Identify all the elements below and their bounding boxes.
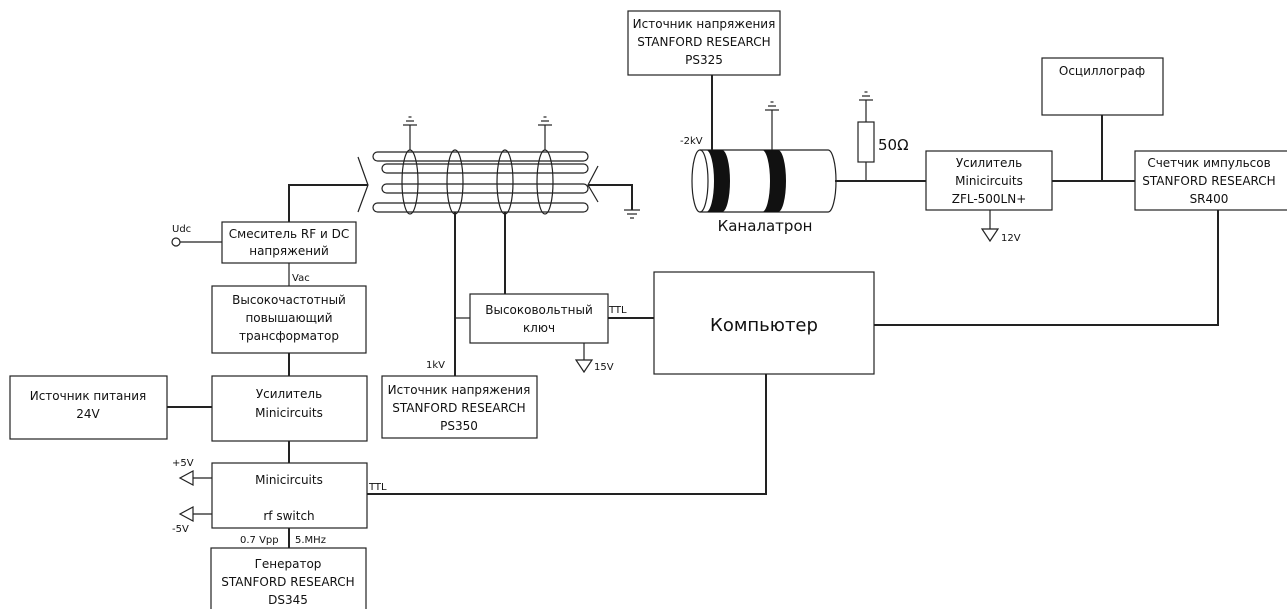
supply-15v-icon: [574, 359, 594, 374]
label-mhz: 5.MHz: [295, 535, 326, 546]
label-plus5v: +5V: [172, 458, 194, 469]
label-minus5v: -5V: [172, 524, 189, 535]
computer-label: Компьютер: [710, 315, 818, 336]
supply-12v-icon: [980, 228, 1000, 243]
ground-icon: [538, 116, 552, 126]
mixer-box: Смеситель RF и DC напряжений: [221, 221, 357, 264]
supply-symbols: [171, 228, 1000, 523]
channeltron: Каналатрон: [691, 110, 837, 235]
wire-mixer-trap: [288, 184, 368, 222]
ps350-line-2: STANFORD RESEARCH: [392, 401, 525, 415]
wire-counter-computer: [874, 210, 1219, 326]
resistor-label: 50Ω: [878, 136, 909, 154]
hf-transformer-box: Высокочастотный повышающий трансформатор: [211, 285, 367, 354]
rf-switch-box: Minicircuits rf switch: [211, 462, 368, 529]
ps350-line-3: PS350: [440, 419, 478, 433]
amp-zfl-box: Усилитель Minicircuits ZFL-500LN+: [925, 150, 1053, 211]
label-vac: Vac: [292, 273, 310, 284]
hf-transformer-line-1: Высокочастотный: [232, 293, 346, 307]
ps325-line-3: PS325: [685, 53, 723, 67]
generator-line-2: STANFORD RESEARCH: [221, 575, 354, 589]
oscilloscope-box: Осциллограф: [1041, 57, 1164, 116]
annotations: -2kV 12V 15V 1kV TTL TTL Udc Vac +5V -5V…: [172, 136, 1021, 546]
hf-transformer-line-3: трансформатор: [239, 329, 339, 343]
generator-line-3: DS345: [268, 593, 308, 607]
label-udc: Udc: [172, 224, 191, 235]
hv-key-box: Высоковольтный ключ: [469, 293, 609, 344]
hf-transformer-line-2: повышающий: [245, 311, 332, 325]
counter-line-2: STANFORD RESEARCH: [1142, 174, 1275, 188]
counter-box: Счетчик импульсов STANFORD RESEARCH SR40…: [1134, 150, 1287, 211]
amp-zfl-line-2: Minicircuits: [955, 174, 1023, 188]
rf-switch-line-2: rf switch: [263, 509, 314, 523]
amp-zfl-line-1: Усилитель: [956, 156, 1022, 170]
label-15v: 15V: [594, 362, 614, 373]
label-vpp: 0.7 Vpp: [240, 535, 279, 546]
ion-trap: [357, 125, 599, 215]
amp-zfl-line-3: ZFL-500LN+: [952, 192, 1027, 206]
label-minus2kv: -2kV: [680, 136, 703, 147]
trap-rods: [372, 151, 589, 213]
supply-minus5v-icon: [178, 505, 194, 523]
counter-line-1: Счетчик импульсов: [1147, 156, 1270, 170]
label-ttl-key: TTL: [608, 305, 627, 316]
power-supply-line-1: Источник питания: [30, 389, 147, 403]
amp-mini-line-2: Minicircuits: [255, 406, 323, 420]
resistor: 50Ω: [857, 100, 909, 163]
label-ttl-switch: TTL: [368, 482, 387, 493]
ground-icon: [765, 101, 779, 111]
computer-box: Компьютер: [653, 271, 875, 375]
amp-mini-line-1: Усилитель: [256, 387, 322, 401]
counter-line-3: SR400: [1190, 192, 1229, 206]
rf-switch-line-1: Minicircuits: [255, 473, 323, 487]
ps325-line-2: STANFORD RESEARCH: [637, 35, 770, 49]
blocks: Источник напряжения STANFORD RESEARCH PS…: [9, 10, 1287, 609]
ground-symbols: [403, 91, 873, 219]
power-supply-box: Источник питания 24V: [9, 375, 168, 440]
hv-key-line-2: ключ: [523, 321, 555, 335]
mixer-line-1: Смеситель RF и DC: [229, 227, 349, 241]
channeltron-label: Каналатрон: [718, 217, 813, 235]
wires: [167, 75, 1219, 548]
label-12v: 12V: [1001, 233, 1021, 244]
power-supply-line-2: 24V: [76, 407, 100, 421]
amp-mini-box: Усилитель Minicircuits: [211, 375, 368, 442]
oscilloscope-label: Осциллограф: [1059, 64, 1145, 78]
udc-terminal-icon: [171, 237, 181, 247]
trap-rings: [401, 149, 554, 215]
hv-key-line-1: Высоковольтный: [485, 303, 593, 317]
ps350-line-1: Источник напряжения: [388, 383, 531, 397]
ps350-box: Источник напряжения STANFORD RESEARCH PS…: [381, 375, 538, 439]
mixer-line-2: напряжений: [249, 244, 329, 258]
ground-icon: [859, 91, 873, 101]
ps325-line-1: Источник напряжения: [633, 17, 776, 31]
label-1kv: 1kV: [426, 360, 445, 371]
ground-icon: [403, 116, 417, 126]
wire-trap-ground: [588, 184, 633, 210]
ground-icon: [624, 209, 640, 219]
generator-line-1: Генератор: [255, 557, 322, 571]
ps325-box: Источник напряжения STANFORD RESEARCH PS…: [627, 10, 781, 76]
generator-box: Генератор STANFORD RESEARCH DS345: [210, 547, 367, 609]
wire-switch-computer: [367, 374, 767, 495]
supply-plus5v-icon: [178, 469, 194, 487]
